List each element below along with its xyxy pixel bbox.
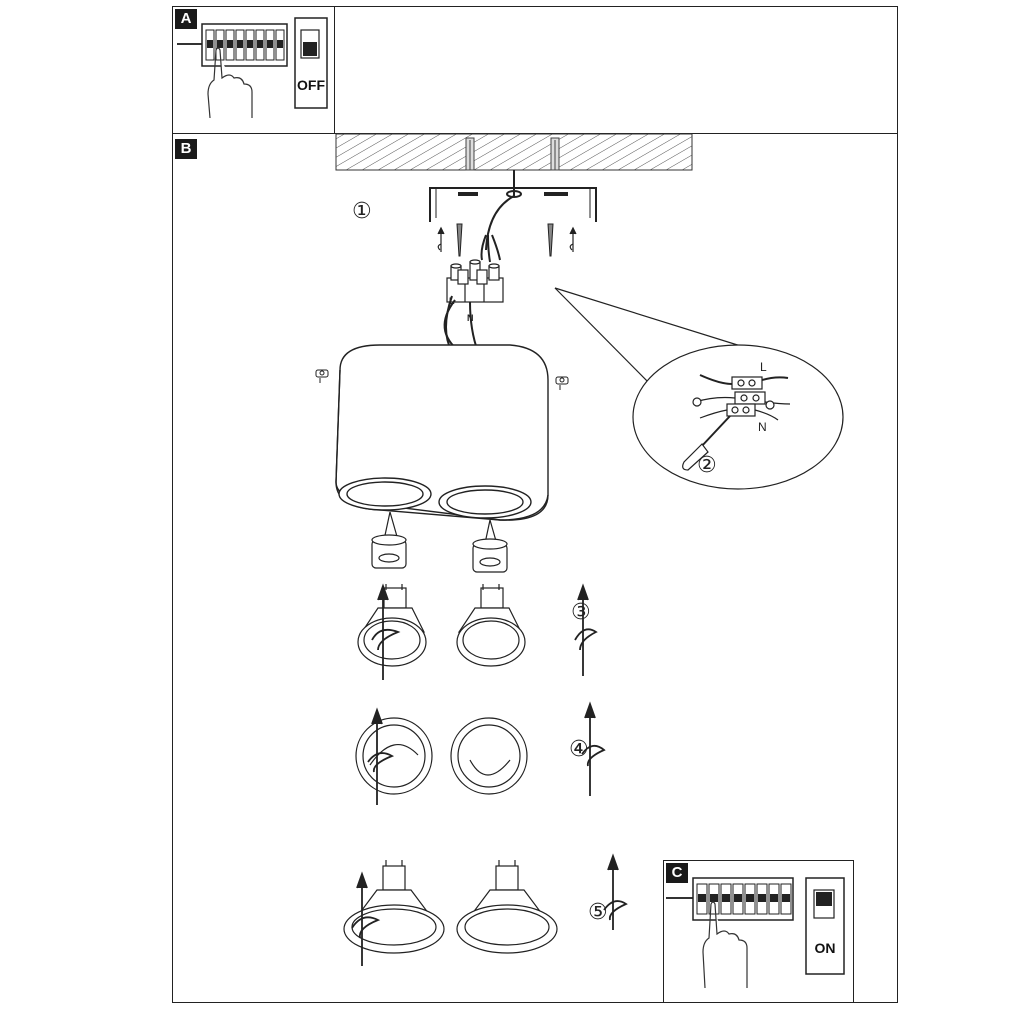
switch-state-off-label: OFF [297,77,325,93]
panel-a-badge: A [175,9,197,29]
step-5-label: ⑤ [588,900,608,925]
panel-c-illustration [666,877,845,989]
power-switch-icon [805,877,845,975]
gu10-bulb-icon [456,860,558,954]
panel-c-badge: C [666,863,688,883]
power-switch-icon [294,17,328,109]
retaining-ring-left [355,717,433,795]
screw-icon-small-left [315,369,329,383]
breaker-panel-icon [666,877,794,921]
switch-state-on-label: ON [814,940,836,956]
wiring-callout [554,287,844,490]
socket-holder-right [472,519,508,573]
socket-holder-left [371,511,407,569]
gu10-bulb-icon [357,584,427,667]
ceiling-icon [335,133,693,171]
terminal-live-label: L [449,296,455,306]
hand-pointer-icon [207,47,253,119]
step-1-label: ① [352,199,372,224]
step-4-label: ④ [569,737,589,762]
gu10-bulb-icon [456,584,526,667]
screwdriver-icon [682,415,731,471]
rotate-arrow-icon [367,701,606,805]
power-cable [480,170,515,263]
panel-b-badge: B [175,139,197,159]
wall-plug-left [465,137,475,171]
callout-neutral-label: N [758,420,767,434]
retaining-ring-right [450,717,528,795]
wall-plug-right [550,137,560,171]
gu10-bulb-icon [343,860,445,954]
rotate-arrow-icon [351,853,628,966]
terminal-neutral-label: N [467,313,474,323]
screw-icon-small-right [555,376,569,390]
breaker-panel-icon [177,23,288,67]
lamp-housing-icon [335,344,549,521]
terminal-block-icon [446,259,504,303]
callout-live-label: L [760,360,767,374]
turn-arrow-small [437,226,577,252]
step-2-label: ② [697,453,717,478]
panel-a-illustration [177,17,328,119]
hand-pointer-icon [702,901,748,989]
rotate-arrow-icon [371,583,598,680]
callout-wiring-detail [692,374,791,421]
screw-icon [456,223,554,257]
step-3-label: ③ [571,600,591,625]
